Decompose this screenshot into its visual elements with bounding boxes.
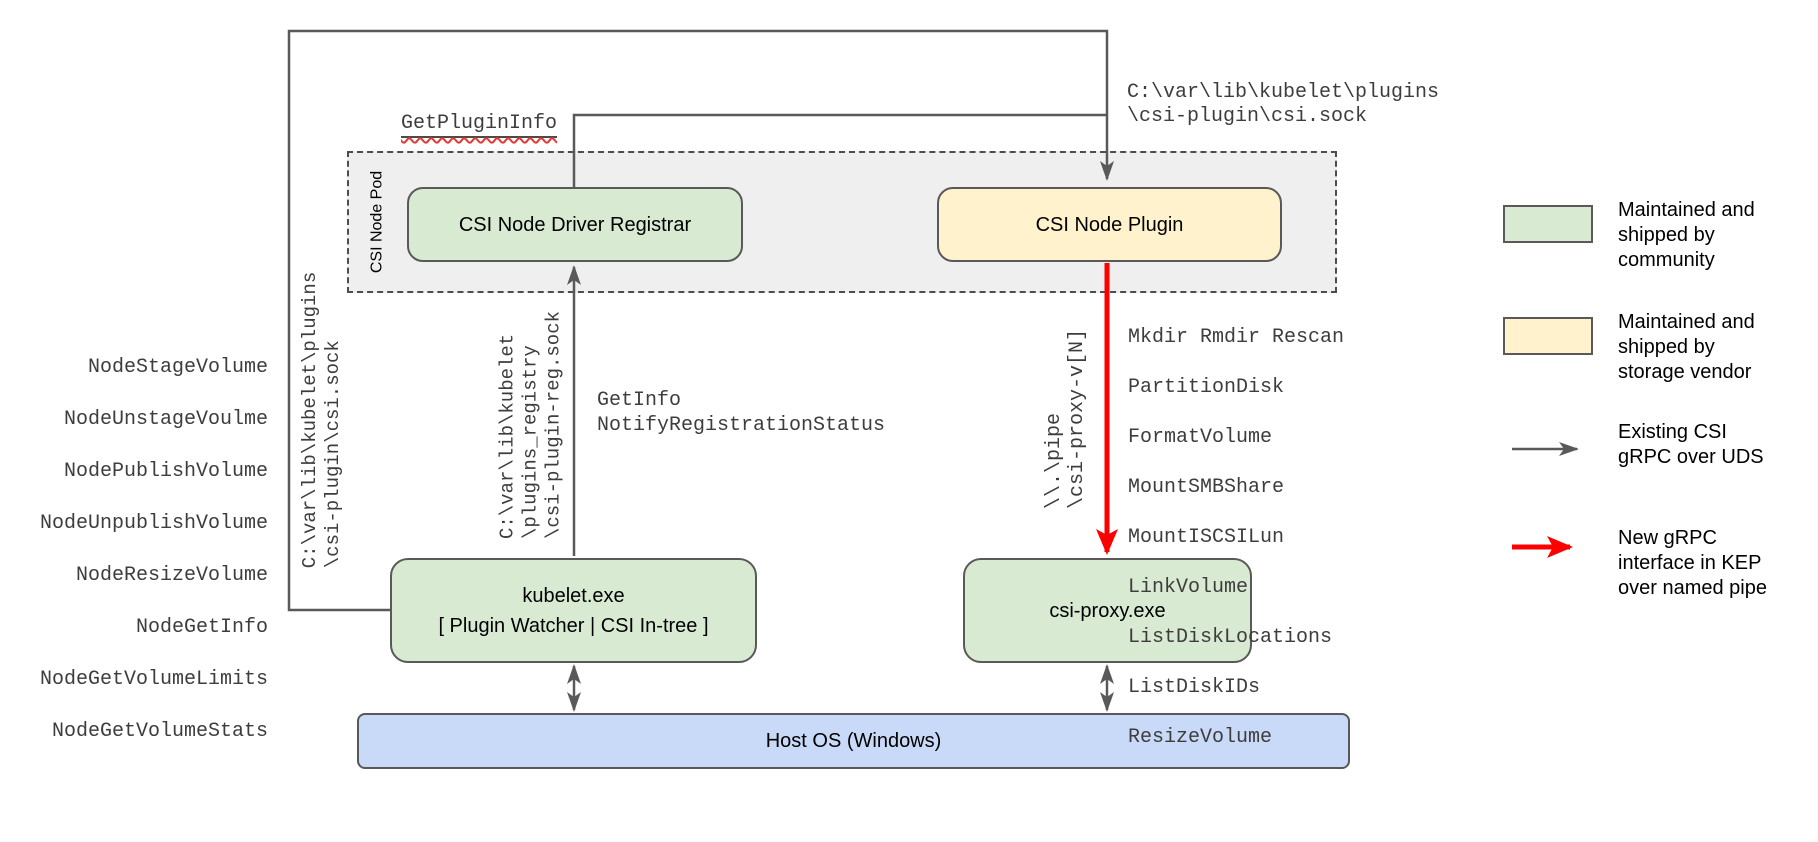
proxy-call-item: MountISCSILun — [1128, 526, 1285, 549]
proxy-call-item: MountSMBShare — [1128, 476, 1285, 499]
csi-node-pod-label: CSI Node Pod — [368, 170, 386, 274]
node-methods-list: NodeStageVolume NodeUnstageVoulme NodePu… — [28, 329, 268, 771]
csi-sock-path-left-label: C:\var\lib\kubelet\plugins \csi-plugin\c… — [299, 271, 344, 569]
kubelet-label-line2: [ Plugin Watcher | CSI In-tree ] — [438, 614, 709, 637]
registrar-to-plugin-line — [572, 113, 1106, 187]
proxy-call-item: ListDiskLocations — [1128, 626, 1333, 649]
node-method-item: NodeUnpublishVolume — [39, 512, 268, 535]
csi-node-driver-registrar-box: CSI Node Driver Registrar — [407, 187, 743, 262]
legend-vendor-swatch — [1503, 317, 1593, 355]
legend-vendor-label: Maintained and shipped by storage vendor — [1618, 311, 1755, 383]
node-method-item: NodeUnstageVoulme — [63, 408, 268, 431]
proxy-call-item: FormatVolume — [1128, 426, 1273, 449]
proxy-call-item: Mkdir Rmdir Rescan — [1128, 326, 1345, 349]
host-os-label: Host OS (Windows) — [765, 730, 942, 752]
registration-sock-path-label: C:\var\lib\kubelet \plugins_registry \cs… — [496, 310, 565, 540]
legend-community-label: Maintained and shipped by community — [1618, 199, 1755, 271]
kubelet-box: kubelet.exe [ Plugin Watcher | CSI In-tr… — [390, 558, 757, 663]
csi-proxy-label: csi-proxy.exe — [1049, 599, 1166, 622]
get-plugin-info-label: GetPluginInfo — [401, 112, 558, 138]
legend-uds-label: Existing CSI gRPC over UDS — [1618, 421, 1764, 468]
node-method-item: NodePublishVolume — [63, 460, 268, 483]
registration-calls-label: GetInfo NotifyRegistrationStatus — [597, 389, 886, 437]
node-method-item: NodeStageVolume — [87, 356, 268, 379]
csi-node-plugin-box: CSI Node Plugin — [937, 187, 1282, 262]
proxy-call-item: ResizeVolume — [1128, 726, 1273, 749]
csi-sock-path-top-label: C:\var\lib\kubelet\plugins \csi-plugin\c… — [1127, 81, 1440, 128]
proxy-call-item: PartitionDisk — [1128, 376, 1285, 399]
registrar-label: CSI Node Driver Registrar — [458, 213, 692, 236]
node-method-item: NodeGetVolumeStats — [51, 720, 268, 743]
kubelet-to-plugin-uds-arrow — [287, 29, 1114, 612]
proxy-call-item: LinkVolume — [1128, 576, 1249, 599]
plugin-label: CSI Node Plugin — [1035, 213, 1184, 236]
node-method-item: NodeGetInfo — [135, 616, 268, 639]
node-method-item: NodeGetVolumeLimits — [39, 668, 268, 691]
named-pipe-path-label: \\.\pipe \csi-proxy-v[N] — [1043, 328, 1089, 510]
node-method-item: NodeResizeVolume — [75, 564, 268, 587]
legend-namedpipe-label: New gRPC interface in KEP over named pip… — [1618, 527, 1767, 599]
kubelet-label-line1: kubelet.exe — [522, 584, 625, 607]
csi-proxy-calls-list: Mkdir Rmdir Rescan PartitionDisk FormatV… — [1128, 300, 1344, 775]
host-os-box: Host OS (Windows) — [357, 713, 1350, 769]
csi-proxy-box: csi-proxy.exe — [963, 558, 1252, 663]
proxy-call-item: ListDiskIDs — [1128, 676, 1261, 699]
legend-community-swatch — [1503, 205, 1593, 243]
